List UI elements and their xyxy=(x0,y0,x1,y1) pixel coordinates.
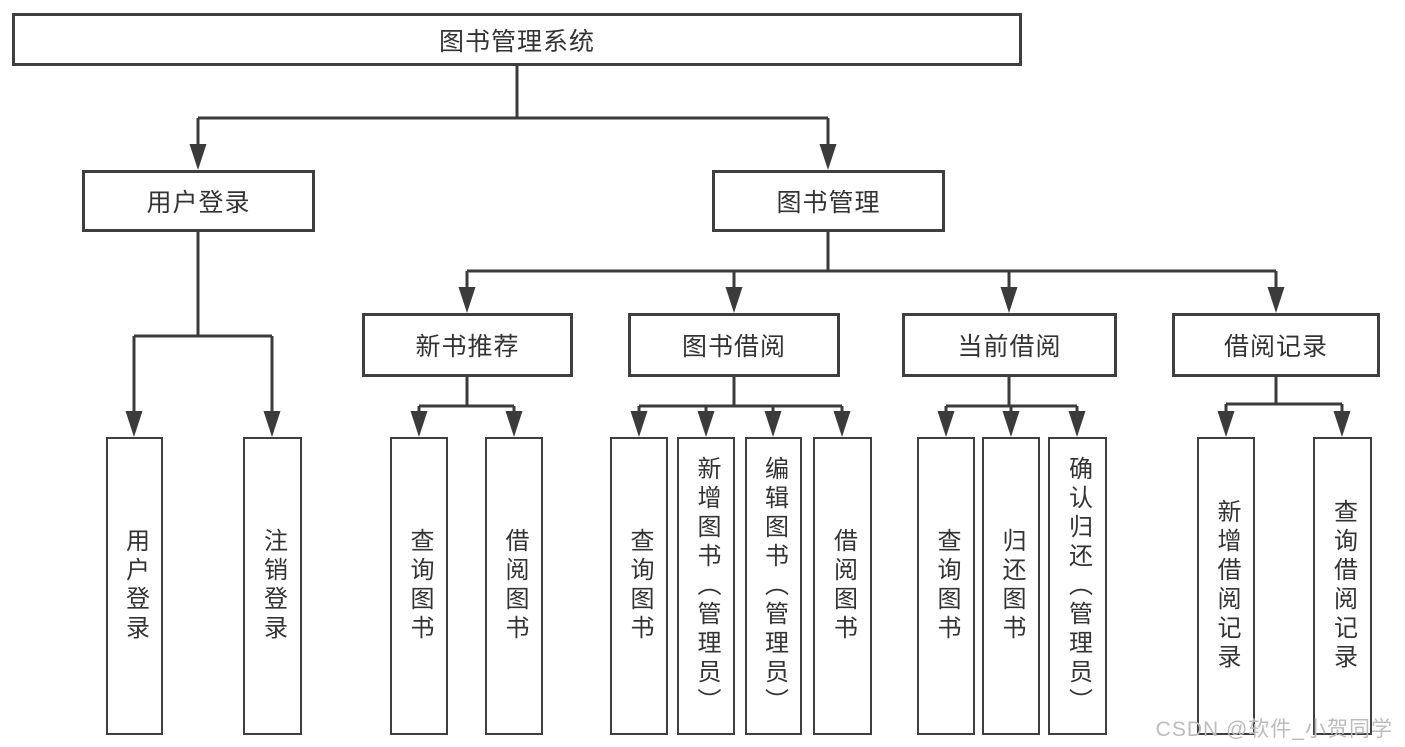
connector-new-book-recommend-branch xyxy=(417,377,516,413)
arrowhead-current-borrowing xyxy=(1000,287,1018,313)
arrowhead-leaf-add-book xyxy=(697,411,715,437)
leaf-confirm-return-admin-label: 确认归还（管理员） xyxy=(1064,455,1092,717)
node-book-management: 图书管理 xyxy=(712,170,945,232)
connector-user-login-branch xyxy=(132,232,274,413)
connector-book-borrowing-branch xyxy=(637,377,844,413)
leaf-borrow-book-2: 借阅图书 xyxy=(813,437,872,735)
node-user-login-label: 用户登录 xyxy=(146,189,251,217)
node-library-system-label: 图书管理系统 xyxy=(438,27,595,56)
node-book-borrowing-label: 图书借阅 xyxy=(681,333,786,361)
connector-book-management-branch xyxy=(465,232,1278,289)
node-current-borrowing: 当前借阅 xyxy=(902,313,1117,377)
node-current-borrowing-label: 当前借阅 xyxy=(957,333,1062,361)
leaf-borrow-book-1: 借阅图书 xyxy=(485,437,543,735)
arrowhead-book-borrowing xyxy=(725,287,743,313)
leaf-query-book-2: 查询图书 xyxy=(610,437,668,735)
leaf-return-book: 归还图书 xyxy=(982,437,1040,735)
node-user-login: 用户登录 xyxy=(82,170,315,232)
leaf-query-book-3: 查询图书 xyxy=(917,437,975,735)
node-library-system: 图书管理系统 xyxy=(12,13,1022,66)
arrowhead-leaf-query-book-2 xyxy=(630,411,648,437)
arrowhead-leaf-query-book-3 xyxy=(937,411,955,437)
connector-borrowing-records-branch xyxy=(1224,377,1344,413)
arrowhead-borrowing-records xyxy=(1267,287,1285,313)
connector-current-borrowing-branch xyxy=(944,377,1079,413)
node-borrowing-records-label: 借阅记录 xyxy=(1223,333,1328,361)
leaf-query-borrow-record: 查询借阅记录 xyxy=(1313,437,1372,735)
leaf-add-borrow-record: 新增借阅记录 xyxy=(1197,437,1255,735)
leaf-logout-label: 注销登录 xyxy=(259,528,287,644)
leaf-add-borrow-record-label: 新增借阅记录 xyxy=(1213,499,1240,673)
arrowhead-leaf-confirm-return xyxy=(1068,411,1086,437)
leaf-query-book-1-label: 查询图书 xyxy=(406,528,433,644)
leaf-borrow-book-1-label: 借阅图书 xyxy=(501,528,528,644)
node-new-book-recommend-label: 新书推荐 xyxy=(415,333,520,361)
leaf-confirm-return-admin: 确认归还（管理员） xyxy=(1048,437,1107,735)
leaf-edit-book-admin-label: 编辑图书（管理员） xyxy=(760,455,788,717)
arrowhead-book-management xyxy=(819,144,837,170)
arrowhead-leaf-query-book-1 xyxy=(410,411,428,437)
node-book-borrowing: 图书借阅 xyxy=(628,313,840,377)
arrowhead-leaf-borrow-book-2 xyxy=(833,411,851,437)
leaf-user-login: 用户登录 xyxy=(106,437,163,735)
arrowhead-leaf-logout xyxy=(263,411,281,437)
arrowhead-leaf-user-login xyxy=(125,411,143,437)
leaf-return-book-label: 归还图书 xyxy=(998,528,1025,644)
node-borrowing-records: 借阅记录 xyxy=(1172,313,1380,377)
node-book-management-label: 图书管理 xyxy=(776,189,881,217)
arrowhead-leaf-add-record xyxy=(1217,411,1235,437)
arrowhead-leaf-edit-book xyxy=(764,411,782,437)
arrowhead-leaf-query-record xyxy=(1333,411,1351,437)
connector-root-branch xyxy=(196,66,830,146)
arrowhead-user-login xyxy=(189,144,207,170)
leaf-logout: 注销登录 xyxy=(243,437,302,735)
leaf-query-book-1: 查询图书 xyxy=(390,437,448,735)
arrowhead-new-book-recommend xyxy=(458,287,476,313)
leaf-edit-book-admin: 编辑图书（管理员） xyxy=(745,437,802,735)
leaf-query-book-2-label: 查询图书 xyxy=(626,528,653,644)
leaf-add-book-admin: 新增图书（管理员） xyxy=(677,437,735,735)
arrowhead-leaf-borrow-book-1 xyxy=(505,411,523,437)
leaf-borrow-book-2-label: 借阅图书 xyxy=(829,528,857,644)
node-new-book-recommend: 新书推荐 xyxy=(362,313,573,377)
leaf-query-borrow-record-label: 查询借阅记录 xyxy=(1329,499,1357,673)
leaf-add-book-admin-label: 新增图书（管理员） xyxy=(693,455,720,717)
csdn-watermark: CSDN @软件_小贺同学 xyxy=(1155,718,1393,741)
leaf-query-book-3-label: 查询图书 xyxy=(933,528,960,644)
arrowhead-leaf-return-book xyxy=(1002,411,1020,437)
leaf-user-login-label: 用户登录 xyxy=(121,528,149,644)
